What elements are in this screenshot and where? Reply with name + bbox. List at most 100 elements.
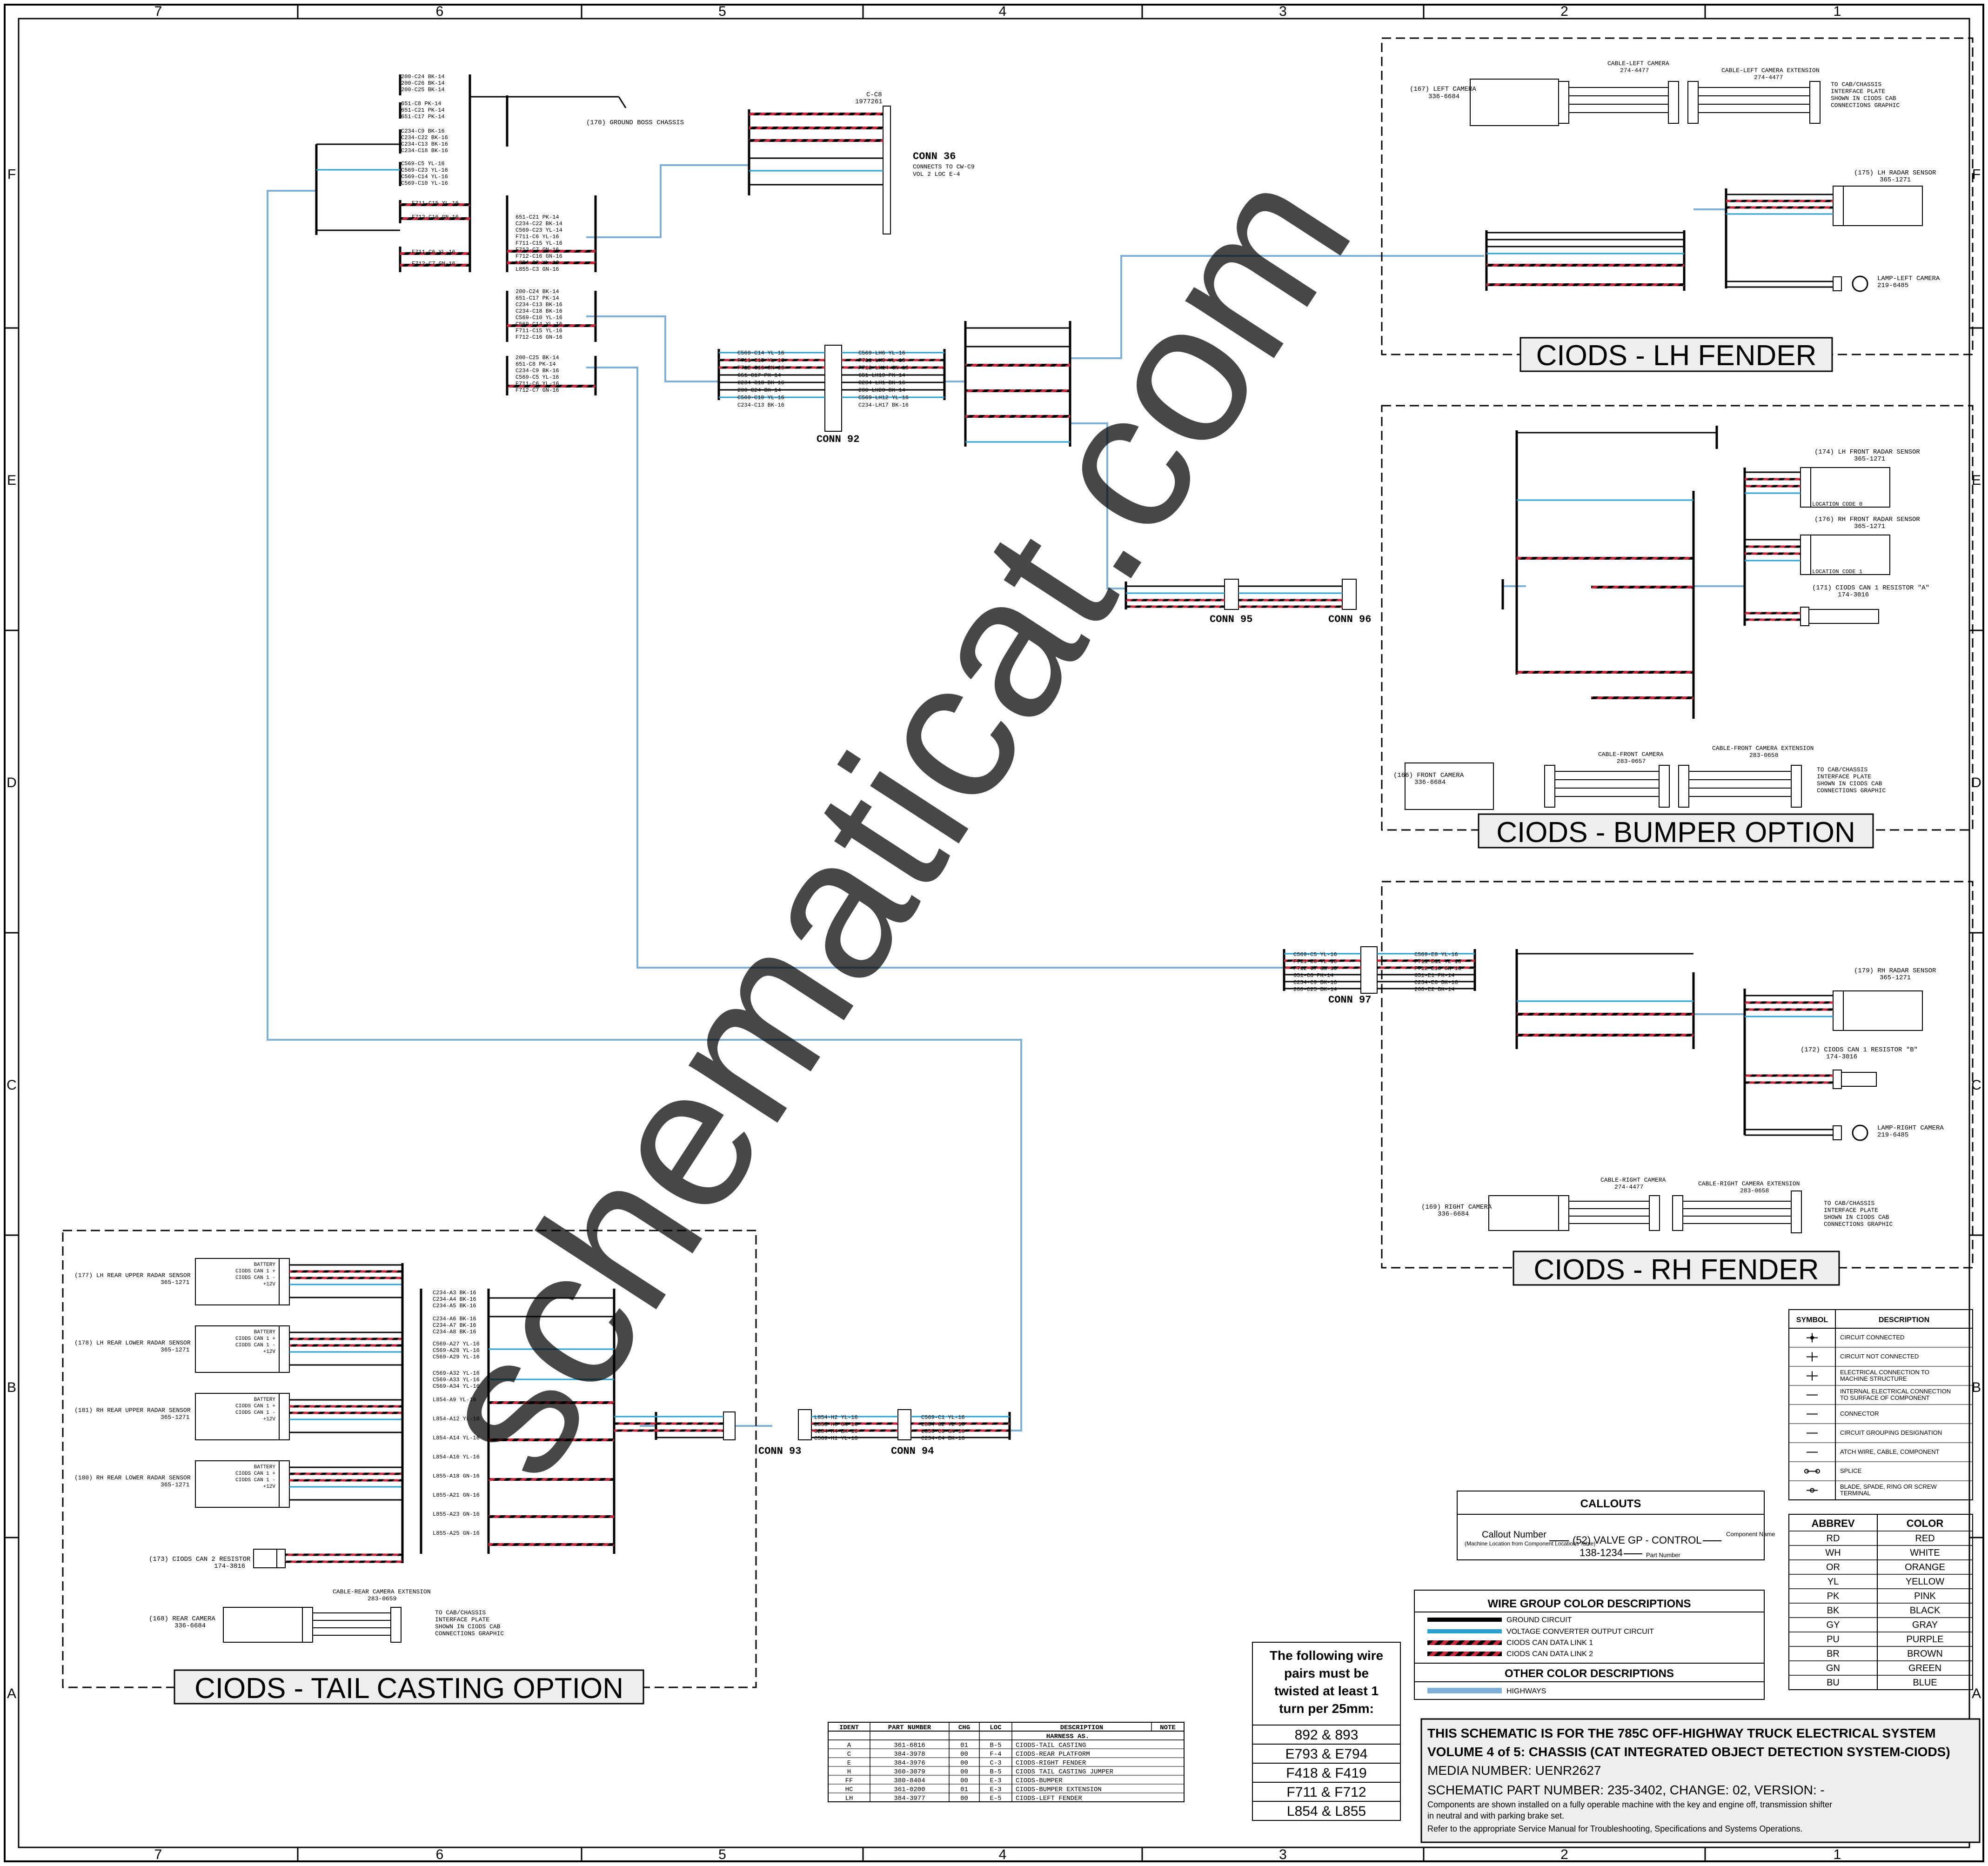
- wire-label: F712-C7 GN-16: [1293, 965, 1337, 972]
- cable-front-part: 283-0657: [1617, 758, 1646, 765]
- zone-row-right-E: E: [1972, 473, 1981, 488]
- radar-pin-label: BATTERY: [254, 1465, 276, 1470]
- wire-label: C234-A4 BK-16: [433, 1296, 476, 1303]
- title-note1: Components are shown installed on a full…: [1427, 1800, 1832, 1809]
- wire-label: C569-C23 YL-16: [401, 167, 448, 174]
- conn93-connector[interactable]: [798, 1409, 812, 1440]
- rh-radar-connector[interactable]: [1833, 990, 1844, 1031]
- description-header: DESCRIPTION: [1879, 1316, 1929, 1324]
- tail-section: CIODS - TAIL CASTING OPTION BATTERYCIODS…: [62, 1230, 757, 1705]
- title-line1: THIS SCHEMATIC IS FOR THE 785C OFF-HIGHW…: [1427, 1726, 1936, 1740]
- abbrev-color: RED: [1915, 1533, 1934, 1544]
- callout-part-number: Part Number: [1646, 1552, 1680, 1558]
- conn95-connector[interactable]: [1224, 579, 1239, 610]
- callout-sub: (Machine Location from Component Locatio…: [1465, 1540, 1595, 1547]
- wire-label: 200-C24 BK-14: [515, 288, 559, 295]
- wire-label: C234-C18 BK-16: [737, 380, 784, 386]
- lh-front-radar-connector[interactable]: [1800, 467, 1811, 508]
- twisted-pair: 892 & 893: [1295, 1727, 1359, 1743]
- wire-label: F711-C6 YL-16: [1293, 958, 1337, 965]
- front-camera-connector[interactable]: [1544, 765, 1555, 808]
- harness-header: PART NUMBER: [888, 1724, 931, 1732]
- conn92-connector[interactable]: [824, 345, 842, 432]
- ciods-can2-name: (173) CIODS CAN 2 RESISTOR: [149, 1556, 251, 1563]
- abbrev-color: WHITE: [1910, 1548, 1940, 1558]
- wire-label: F712-C16 GN-16: [737, 365, 784, 371]
- wire-label: F711-C15 YL-16: [412, 200, 459, 207]
- wire-label: F711-LH9 YL-16: [858, 357, 905, 364]
- harness-cell: 360-3079: [894, 1768, 925, 1776]
- wire-label: 200-C25 BK-14: [1293, 986, 1337, 993]
- cable-rear-ext-part: 283-0659: [368, 1595, 396, 1602]
- conn94-connector[interactable]: [897, 1409, 911, 1440]
- wire-label: F712-C16 GN-16: [515, 253, 562, 260]
- cable-right-name: CABLE-RIGHT CAMERA: [1600, 1177, 1666, 1184]
- harness-cell: 00: [960, 1751, 968, 1758]
- rear-camera-connector[interactable]: [302, 1607, 313, 1643]
- wire-label: F711-C15 YL-16: [515, 240, 562, 247]
- conn94-label: CONN 94: [891, 1445, 934, 1457]
- wire-label: 651-C17 PK-14: [515, 295, 559, 301]
- wire-label: C234-C18 BK-16: [515, 308, 562, 314]
- harness-cell: 380-8404: [894, 1777, 925, 1785]
- harness-cell: 01: [960, 1786, 968, 1793]
- a-c1-connector[interactable]: [723, 1411, 736, 1440]
- svg-text:TO CAB/CHASSIS: TO CAB/CHASSIS: [1817, 766, 1868, 773]
- conn97-connector[interactable]: [1360, 946, 1378, 994]
- tail-radar-connector[interactable]: [279, 1258, 290, 1305]
- harness-cell: 361-0200: [894, 1786, 925, 1793]
- abbrev-code: PK: [1827, 1591, 1840, 1601]
- conn36-connector[interactable]: [883, 106, 891, 234]
- twisted-pair: L854 & L855: [1287, 1804, 1366, 1819]
- callouts-box: CALLOUTS Callout Number (Machine Locatio…: [1457, 1491, 1775, 1560]
- wire-label: 200-C24 BK-14: [401, 74, 445, 80]
- rh-front-radar-connector[interactable]: [1800, 535, 1811, 575]
- lh-front-radar-name: (174) LH FRONT RADAR SENSOR: [1814, 448, 1920, 456]
- wire-label: C569-C14 YL-16: [737, 350, 784, 356]
- rear-camera-name: (168) REAR CAMERA: [149, 1615, 215, 1623]
- harness-cell: 00: [960, 1768, 968, 1776]
- zone-row-left-B: B: [7, 1380, 16, 1395]
- harness-cell: 384-3978: [894, 1751, 925, 1758]
- svg-text:CONNECTIONS GRAPHIC: CONNECTIONS GRAPHIC: [1831, 102, 1900, 109]
- wire-label: C569-C5 YL-16: [1293, 951, 1337, 958]
- harness-cell: 384-3976: [894, 1759, 925, 1767]
- right-camera-connector[interactable]: [1558, 1195, 1569, 1231]
- callout-number: Callout Number: [1482, 1530, 1546, 1540]
- lh-radar-part: 365-1271: [1880, 176, 1911, 184]
- wire-label: F711-C6 YL-16: [515, 381, 559, 387]
- callouts-title: CALLOUTS: [1580, 1498, 1641, 1510]
- svg-text:SHOWN IN CIODS CAB: SHOWN IN CIODS CAB: [1824, 1214, 1889, 1221]
- radar-pin-label: CIODS CAN 1 +: [235, 1471, 275, 1477]
- lh-radar-connector[interactable]: [1833, 186, 1844, 226]
- wire-label: F711-C15 YL-16: [737, 357, 784, 364]
- harness-cell: B-5: [990, 1742, 1001, 1749]
- zone-col-top-6: 6: [436, 4, 444, 19]
- symbol-description: TO SURFACE OF COMPONENT: [1840, 1394, 1930, 1401]
- wire-label: C234-E6 BK-16: [1414, 979, 1458, 986]
- tail-radar-part: 365-1271: [161, 1279, 190, 1286]
- c-c8-label: C-C8: [866, 91, 882, 99]
- tail-radar-connector[interactable]: [279, 1393, 290, 1440]
- radar-pin-label: BATTERY: [254, 1330, 276, 1335]
- svg-text:INTERFACE PLATE: INTERFACE PLATE: [435, 1616, 489, 1623]
- harness-cell: 00: [960, 1777, 968, 1785]
- abbrev-color: BROWN: [1907, 1649, 1943, 1659]
- abbrev-color: PINK: [1914, 1591, 1936, 1601]
- tail-radar-connector[interactable]: [279, 1325, 290, 1373]
- wire-label: 200-C26 BK-14: [401, 80, 445, 87]
- tail-radar-connector[interactable]: [279, 1460, 290, 1508]
- wire-label: 651-C17 PK-14: [401, 114, 445, 120]
- harness-cell: C: [847, 1751, 851, 1758]
- radar-pin-label: +12V: [263, 1417, 276, 1422]
- wire-label: C569-C5 YL-16: [401, 161, 445, 167]
- tail-radar-part: 365-1271: [161, 1346, 190, 1353]
- conn93-label: CONN 93: [758, 1445, 801, 1457]
- abbrev-color: YELLOW: [1906, 1577, 1944, 1587]
- zone-row-left-C: C: [7, 1077, 17, 1093]
- title-note3: Refer to the appropriate Service Manual …: [1427, 1824, 1802, 1833]
- wire-label: C234-A7 BK-16: [433, 1322, 476, 1329]
- left-camera-connector[interactable]: [1558, 81, 1569, 124]
- conn96-connector[interactable]: [1342, 579, 1357, 610]
